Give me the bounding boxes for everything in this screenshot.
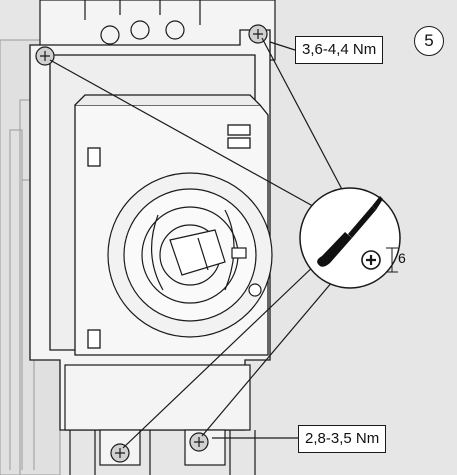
size-dimension	[386, 247, 398, 273]
screw-top-right	[248, 24, 268, 44]
torque-label-bottom: 2,8-3,5 Nm	[298, 425, 387, 453]
screwdriver-size-label: 6	[398, 250, 406, 266]
rotary-mechanism	[107, 172, 273, 338]
step-number-badge: 5	[414, 26, 444, 56]
phillips-cross-icon	[361, 250, 381, 270]
screw-bottom-right	[189, 432, 209, 452]
step-number: 5	[424, 31, 434, 50]
tool-callout	[299, 187, 401, 289]
bottom-terminal-block	[64, 364, 256, 475]
torque-label-top: 3,6-4,4 Nm	[295, 36, 384, 64]
screw-bottom-left	[110, 443, 130, 463]
screw-top-left	[35, 46, 55, 66]
leader-lines	[49, 37, 346, 449]
screwdriver-icon	[317, 196, 383, 267]
